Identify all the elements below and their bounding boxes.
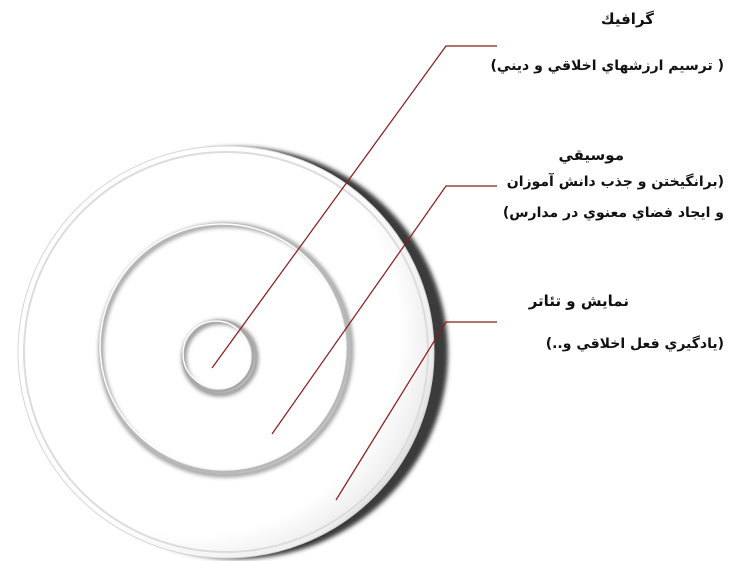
label-graphic-title: گرافيك: [601, 10, 654, 28]
label-music-desc-line1: (برانگيختن و جذب دانش آموزان: [507, 174, 724, 190]
label-theatre-title: نمايش و تئاتر: [529, 292, 629, 310]
label-theatre-desc: (يادگيري فعل اخلاقي و..): [546, 336, 724, 352]
label-music-desc-line2: و ايجاد فضاي معنوي در مدارس): [503, 205, 724, 221]
label-music-title: موسيقي: [558, 146, 624, 164]
outer-disc: [18, 146, 434, 558]
label-graphic-desc: ( ترسيم ارزشهاي اخلاقي و ديني): [491, 58, 724, 74]
